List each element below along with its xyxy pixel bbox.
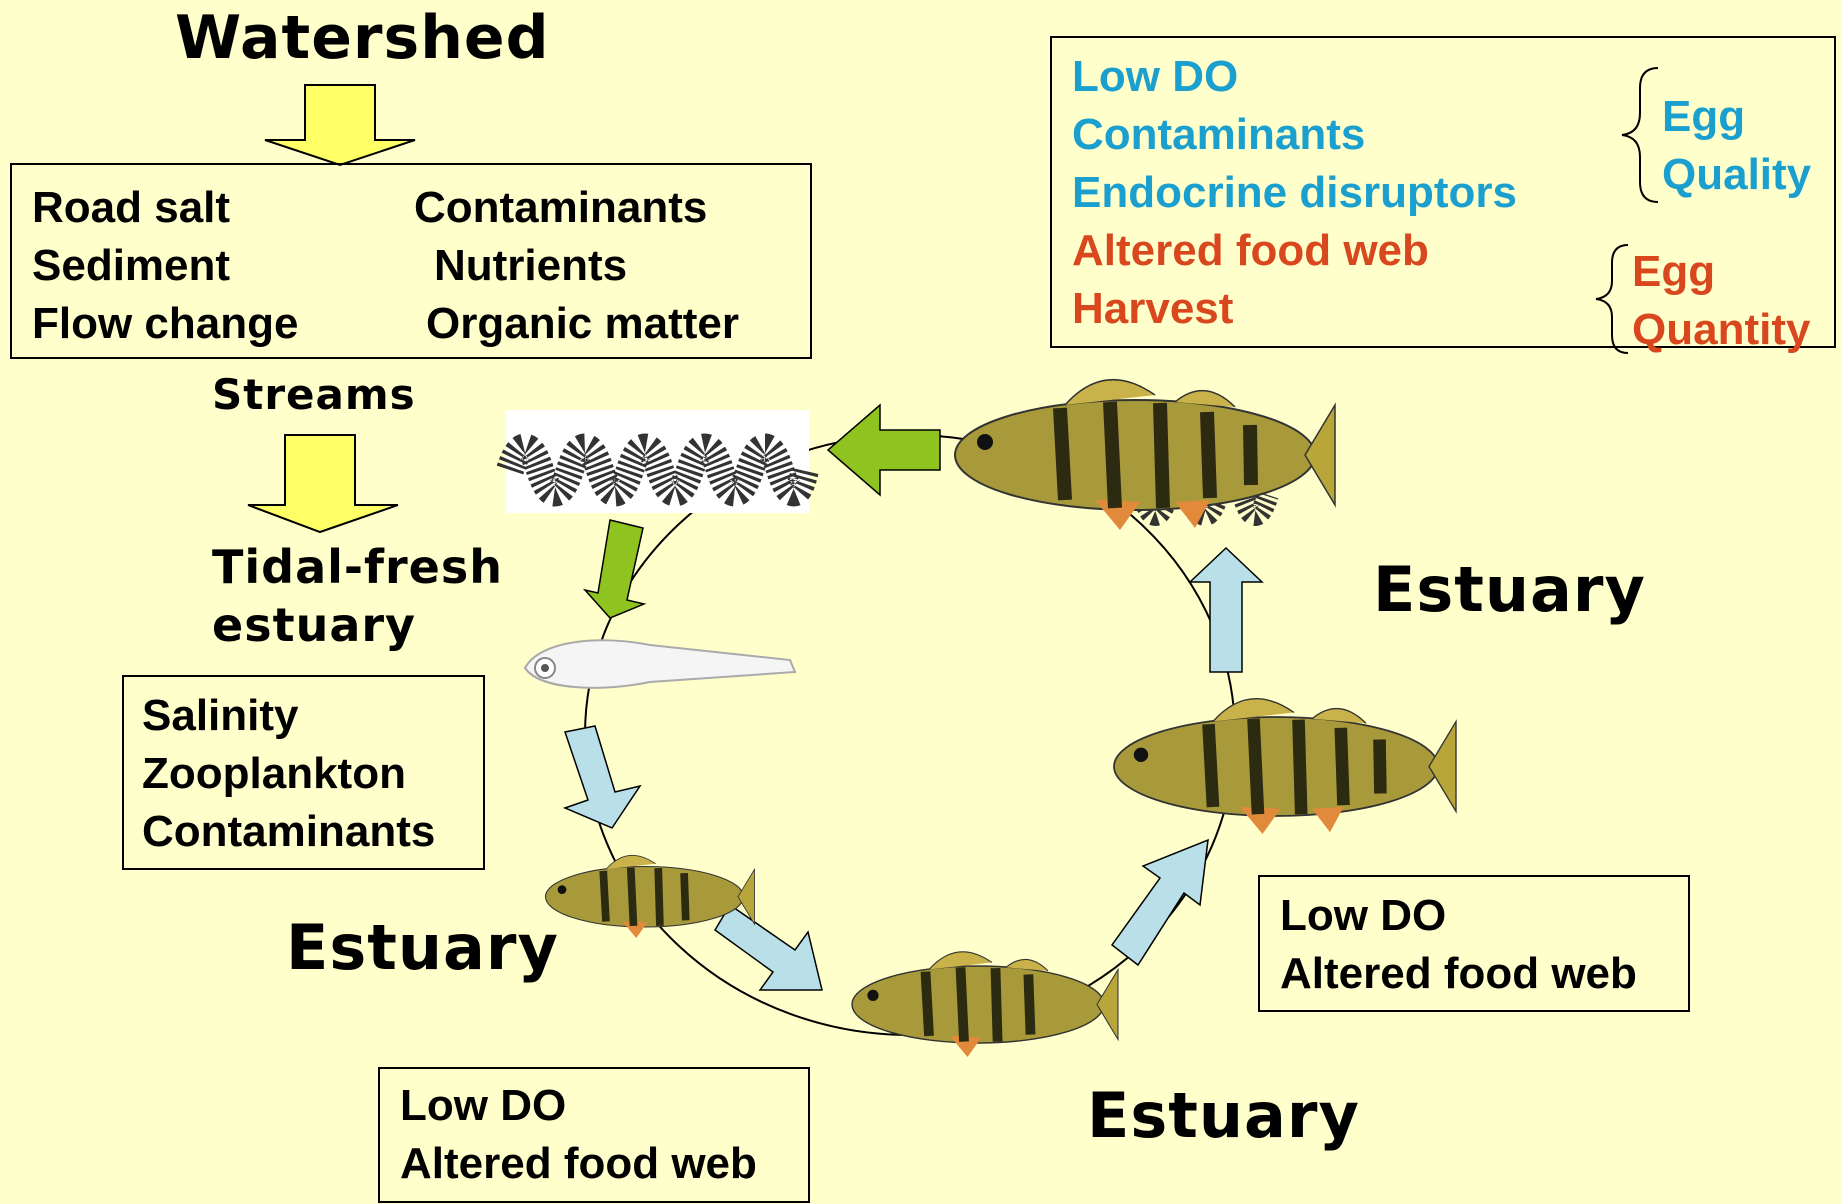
factor-organic-matter: Organic matter [414,295,739,353]
factor-altered-food-web-egg: Altered food web [1072,222,1517,280]
blue-arrow-juvenile-to-subadult [715,905,822,990]
egg-factor-list: Low DO Contaminants Endocrine disruptors… [1072,48,1517,338]
factor-flow-change: Flow change [32,295,298,353]
factor-altered-food-web-adult: Altered food web [1280,945,1637,1003]
blue-arrow-subadult-to-adult [1112,840,1208,965]
factor-low-do-juvenile: Low DO [400,1077,757,1135]
egg-quality-line2: Quality [1662,146,1811,204]
larva-image [525,640,795,688]
streams-down-arrow [248,435,398,532]
watershed-factors-box: Road salt Sediment Flow change Contamina… [10,163,812,359]
egg-quantity-line1: Egg [1632,243,1810,301]
fish-adult-image [955,380,1335,530]
watershed-title: Watershed [175,0,550,76]
factor-low-do-egg: Low DO [1072,48,1517,106]
factor-salinity: Salinity [142,687,435,745]
estuary-label-adult: Estuary [1373,552,1646,628]
tidal-fresh-label: Tidal-fresh estuary [212,538,503,654]
egg-quantity-line2: Quantity [1632,301,1810,359]
egg-quality-label: Egg Quality [1662,88,1811,204]
factor-harvest: Harvest [1072,280,1517,338]
blue-arrow-larva-to-juvenile [565,726,640,828]
factor-altered-food-web-juvenile: Altered food web [400,1135,757,1193]
larval-factors-box: Salinity Zooplankton Contaminants [122,675,485,870]
fish-young-image [852,952,1118,1057]
fish-subadult-image [1114,699,1456,834]
blue-arrow-adult-to-spawn [1190,548,1262,672]
adult-factors-list: Low DO Altered food web [1280,887,1637,1003]
egg-factors-box: Low DO Contaminants Endocrine disruptors… [1050,36,1836,348]
juvenile-factors-list: Low DO Altered food web [400,1077,757,1193]
egg-strand-image [506,410,809,513]
factor-nutrients: Nutrients [414,237,739,295]
egg-quantity-label: Egg Quantity [1632,243,1810,359]
estuary-label-juvenile: Estuary [286,910,559,986]
factor-sediment: Sediment [32,237,298,295]
juvenile-factors-box: Low DO Altered food web [378,1067,810,1203]
watershed-down-arrow [265,85,415,165]
streams-label: Streams [212,368,416,422]
tidal-fresh-line2: estuary [212,596,503,654]
factor-contaminants-egg: Contaminants [1072,106,1517,164]
factor-contaminants: Contaminants [414,179,739,237]
tidal-fresh-line1: Tidal-fresh [212,538,503,596]
watershed-factors-right: Contaminants Nutrients Organic matter [414,179,739,353]
factor-contaminants-larval: Contaminants [142,803,435,861]
factor-road-salt: Road salt [32,179,298,237]
green-arrow-down [585,520,644,618]
factor-endocrine-disruptors: Endocrine disruptors [1072,164,1517,222]
larval-factors-list: Salinity Zooplankton Contaminants [142,687,435,861]
estuary-label-subadult: Estuary [1087,1078,1360,1154]
egg-quality-line1: Egg [1662,88,1811,146]
green-arrow-left [828,405,940,495]
factor-zooplankton: Zooplankton [142,745,435,803]
adult-factors-box: Low DO Altered food web [1258,875,1690,1012]
factor-low-do-adult: Low DO [1280,887,1637,945]
watershed-factors-left: Road salt Sediment Flow change [32,179,298,353]
